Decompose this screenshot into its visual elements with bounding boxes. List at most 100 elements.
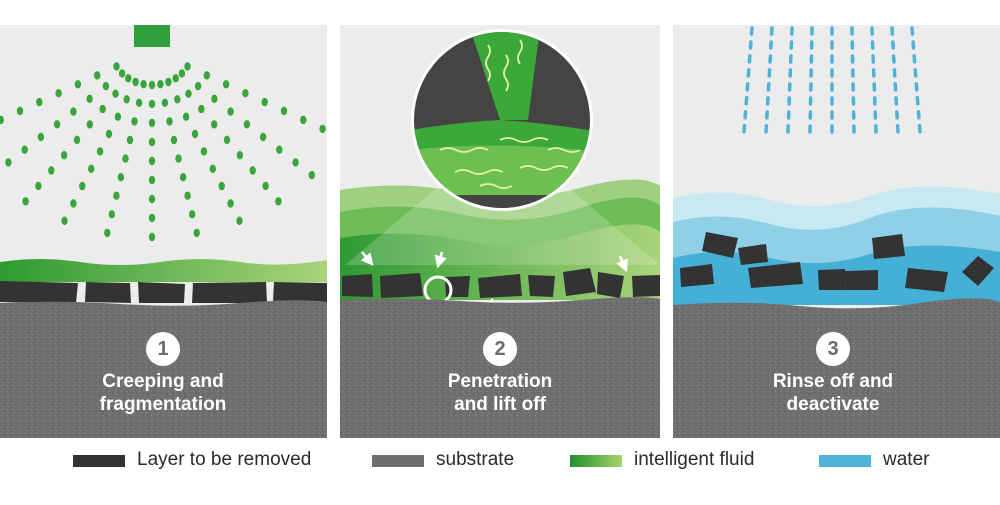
spray-nozzle-icon [134,25,170,47]
legend-label-water: water [883,449,930,470]
fluid-droplet [198,104,205,114]
fluid-droplet [148,80,156,90]
fluid-droplet [223,135,231,144]
fluid-droplets [0,62,326,242]
legend-item-water: water [883,443,929,477]
fluid-droplet [16,106,24,116]
fluid-droplet [122,154,129,163]
fluid-droplet [148,118,156,128]
fluid-droplet [53,120,61,129]
fluid-droplet [262,181,269,191]
fluid-droplet [60,151,68,160]
fluid-droplet [125,74,132,83]
fluid-droplet [174,95,181,104]
fluid-droplet [292,158,299,167]
step-title-2-line-2: and lift off [454,394,546,415]
fluid-droplet [209,164,216,173]
legend-swatch-substrate [372,455,424,467]
legend-label-substrate: substrate [436,449,515,470]
fluid-droplet [211,94,218,104]
step-title-2-line-1: Penetration [447,371,553,392]
fluid-droplet [126,135,134,145]
water-stream [910,26,922,134]
step-title-3-line-1: Rinse off and [772,371,894,392]
fluid-droplet [300,115,307,125]
fluid-droplet [21,145,28,154]
step-title-1-line-1: Creeping and [102,371,224,392]
fluid-droplet [242,89,249,98]
fluid-droplet [86,94,93,104]
fluid-droplet [35,181,42,191]
layer-to-be-removed [342,268,660,298]
fluid-film [0,259,327,282]
fluid-droplet [227,199,234,208]
fluid-droplet [275,197,282,206]
water-spray [742,26,922,134]
substrate [0,300,327,438]
fluid-droplet [236,216,243,225]
fluid-droplet [319,124,326,134]
step-number-3: 3 [816,332,850,366]
fluid-droplet [5,158,12,167]
fluid-droplet [170,135,178,145]
fluid-droplet [36,97,43,107]
fluid-droplet [261,97,268,107]
fluid-droplet [73,135,81,144]
fluid-droplet [148,232,156,242]
water-stream [742,26,754,134]
fluid-droplet [182,112,190,121]
legend-swatch-layer [73,455,125,467]
fluid-droplet [236,151,244,160]
fluid-droplet [114,112,122,121]
fluid-droplet [161,98,169,108]
fluid-droplet [218,181,225,191]
fluid-droplet [222,80,230,89]
fluid-droplet [96,147,104,156]
water-stream [870,26,878,134]
fluid-droplet [86,120,94,129]
fluid-droplet [140,80,147,89]
fluid-droplet [131,117,138,126]
fluid-droplet [148,194,156,204]
fluid-droplet [191,129,199,139]
fluid-droplet [165,77,172,87]
water-stream [764,26,774,134]
fluid-droplet [61,216,68,225]
layer-to-be-removed [680,232,994,292]
legend-swatch-water [819,455,871,467]
legend-item-fluid: intelligent fluid [634,443,754,477]
fluid-droplet [70,199,77,208]
fluid-droplet [189,210,196,219]
legend-item-substrate: substrate [436,443,514,477]
fluid-droplet [200,147,208,156]
water-stream [850,26,856,134]
fluid-droplet [102,81,110,91]
fluid-droplet [118,69,126,78]
fluid-droplet [193,228,200,238]
fluid-droplet [259,132,267,142]
fluid-droplet [308,170,315,180]
legend-item-layer: Layer to be removed [137,443,311,477]
fluid-droplet [148,99,156,109]
fluid-droplet [148,175,156,185]
fluid-droplet [117,173,125,182]
fluid-droplet [157,80,164,89]
fluid-droplet [104,228,111,238]
fluid-droplet [194,81,202,91]
layer-to-be-removed [0,281,327,303]
legend-label-fluid: intelligent fluid [634,449,755,470]
fluid-droplet [105,129,113,139]
step-number-1: 1 [146,332,180,366]
step-title-1: Creeping and fragmentation [33,370,293,416]
fluid-droplet [280,106,288,116]
legend-label-layer: Layer to be removed [137,449,312,470]
fluid-droplet [243,120,251,129]
fluid-droplet [276,145,283,154]
fluid-droplet [108,210,116,219]
fluid-droplet [249,166,256,175]
fluid-droplet [211,120,218,129]
fluid-droplet [135,98,143,108]
fluid-droplet [113,191,120,200]
step-title-3: Rinse off and deactivate [703,370,963,416]
